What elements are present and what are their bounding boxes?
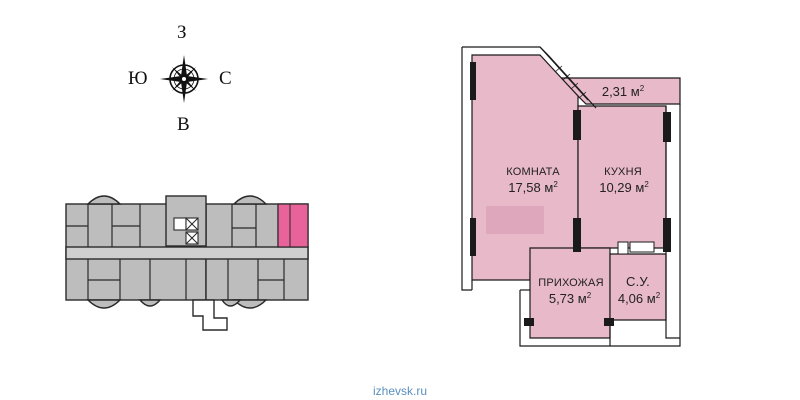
hallway-label: ПРИХОЖАЯ <box>538 277 604 289</box>
bathroom-area-unit: 2 <box>655 291 661 300</box>
kitchen-area: 10,29 м2 <box>599 180 649 195</box>
kitchen-label: КУХНЯ <box>604 166 642 178</box>
living-room-area: 17,58 м2 <box>508 180 558 195</box>
hallway-area-unit: 2 <box>586 291 592 300</box>
compass-east-label: С <box>219 68 232 89</box>
compass-north-label: З <box>177 22 187 43</box>
balcony-area: 2,31 м2 <box>601 84 645 99</box>
living-room-area-unit: 2 <box>553 180 558 189</box>
compass-west-label: Ю <box>128 68 148 89</box>
bathroom-area: 4,06 м2 <box>617 291 661 306</box>
kitchen-area-unit: 2 <box>644 180 649 189</box>
balcony-area-unit: 2 <box>639 84 645 93</box>
source-watermark: izhevsk.ru <box>372 384 428 398</box>
bathroom-label: С.У. <box>626 274 650 289</box>
living-room-label: КОМНАТА <box>506 166 560 178</box>
hallway-area: 5,73 м2 <box>548 291 592 306</box>
highlighted-apartment <box>277 203 309 248</box>
compass-south-label: В <box>177 114 190 135</box>
